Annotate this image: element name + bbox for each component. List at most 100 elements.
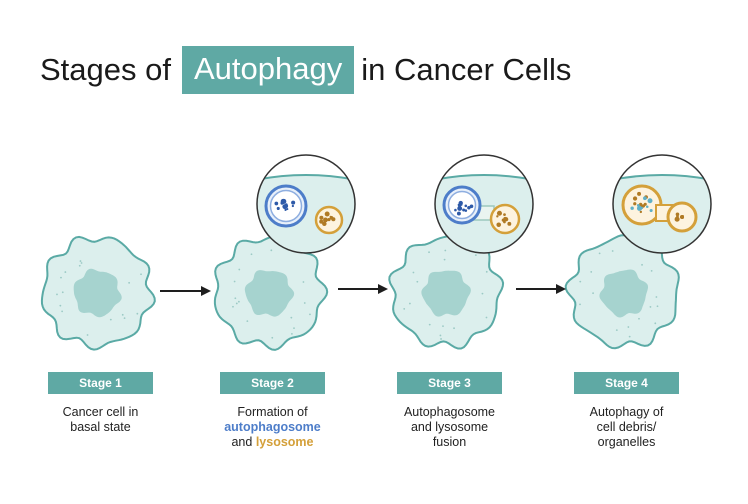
vesicle-content (633, 202, 637, 206)
vesicle-content (282, 204, 288, 210)
stage-3-desc-line: Autophagosome (403, 405, 496, 419)
cytoplasm-dot (109, 318, 112, 321)
cytoplasm-dot (627, 326, 630, 328)
cytoplasm-dot (78, 264, 81, 267)
cytoplasm-dot (61, 291, 64, 294)
cytoplasm-dot (444, 249, 447, 252)
vesicle-content (456, 211, 461, 216)
cell-nucleus (244, 270, 295, 317)
stage-4-badge: Stage 4 (574, 372, 679, 394)
cytoplasm-dot (408, 302, 411, 305)
cytoplasm-dot (654, 322, 657, 325)
vesicle-content (324, 211, 330, 217)
cytoplasm-dot (655, 296, 658, 298)
cytoplasm-dot (61, 310, 64, 313)
vesicle-content (636, 204, 640, 207)
vesicle-content (327, 218, 331, 222)
vesicle-content (503, 220, 506, 224)
vesicle-content (319, 215, 324, 220)
cytoplasm-dot (412, 271, 415, 274)
stage-1-description: Cancer cell in basal state (25, 405, 176, 435)
vesicle-content (637, 191, 642, 196)
cytoplasm-dot (638, 317, 640, 320)
cytoplasm-dot (250, 253, 253, 256)
stage-4-description: Autophagy of cell debris/ organelles (551, 405, 702, 450)
cytoplasm-dot (293, 327, 295, 329)
cytoplasm-dot (440, 338, 442, 340)
vesicle-content (464, 204, 468, 208)
cytoplasm-dot (474, 254, 477, 257)
vesicle-content (281, 198, 287, 205)
stage-2-desc-line: Formation of (237, 405, 308, 419)
vesicle-content (329, 215, 332, 219)
vesicle-content (331, 217, 336, 222)
cytoplasm-dot (615, 329, 618, 332)
cytoplasm-dot (235, 302, 238, 305)
cytoplasm-dot (403, 308, 406, 310)
cytoplasm-dot (64, 271, 67, 273)
cytoplasm-dot (56, 293, 58, 296)
vesicle-content (681, 215, 684, 218)
vesicle-content (464, 209, 468, 212)
title-suffix: in Cancer Cells (361, 52, 572, 87)
vesicle-content (496, 210, 502, 216)
cytoplasm-dot (303, 302, 306, 304)
cytoplasm-dot (481, 292, 484, 295)
vesicle-content (284, 208, 287, 212)
cytoplasm-dot (246, 320, 249, 323)
stage-2-description: Formation of autophagosome and lysosome (197, 405, 348, 450)
cytoplasm-dot (128, 281, 131, 284)
vesicle-content (632, 196, 638, 201)
vesicle-content (639, 202, 643, 207)
cytoplasm-dot (121, 313, 124, 316)
stage-4-desc-line: Autophagy of (589, 405, 664, 419)
vesicle-content (496, 215, 499, 218)
vesicle-content (457, 206, 463, 211)
vesicle-content (291, 204, 295, 208)
lysosome-term: lysosome (255, 435, 314, 449)
vesicle-content (286, 208, 289, 211)
vesicle-content (649, 208, 653, 213)
vesicle-content (276, 206, 280, 210)
cytoplasm-dot (590, 271, 593, 273)
cytoplasm-dot (234, 297, 237, 300)
cytoplasm-dot (611, 250, 614, 252)
cytoplasm-dot (439, 334, 442, 337)
stage-1-desc-line: basal state (70, 420, 131, 434)
vesicle-content (507, 221, 512, 226)
cytoplasm-dot (579, 280, 582, 283)
vesicle-content (454, 208, 457, 212)
cytoplasm-dot (79, 260, 82, 262)
vesicle-content (274, 201, 279, 206)
cytoplasm-dot (485, 270, 488, 273)
cytoplasm-dot (579, 303, 581, 306)
cytoplasm-dot (428, 323, 431, 326)
vesicle-content (503, 218, 506, 221)
cytoplasm-dot (140, 273, 142, 276)
vesicle-content (647, 198, 653, 204)
cytoplasm-dot (271, 336, 274, 339)
cytoplasm-dot (80, 262, 83, 264)
cytoplasm-dot (238, 268, 241, 271)
cytoplasm-dot (485, 316, 488, 319)
cytoplasm-dot (628, 335, 631, 338)
vesicle-content (462, 208, 466, 212)
vesicle-content (646, 205, 649, 209)
vesicle-content (323, 217, 328, 223)
vesicle-content (291, 200, 296, 205)
cell-nucleus (73, 268, 122, 318)
cytoplasm-dot (649, 306, 652, 308)
cytoplasm-dot (598, 252, 601, 255)
autophagosome-term: autophagosome (224, 420, 321, 434)
cytoplasm-dot (233, 280, 236, 283)
vesicle-content (643, 196, 647, 201)
cytoplasm-dot (59, 304, 62, 307)
vesicle-content (503, 213, 506, 216)
zoom-circle-border (612, 154, 712, 254)
stage-1-desc-line: Cancer cell in (62, 405, 139, 419)
diagram-title: Stages of Autophagy in Cancer Cells (40, 42, 571, 98)
vesicle-content (322, 221, 327, 227)
cytoplasm-dot (136, 312, 139, 315)
zoom-view (257, 174, 355, 253)
